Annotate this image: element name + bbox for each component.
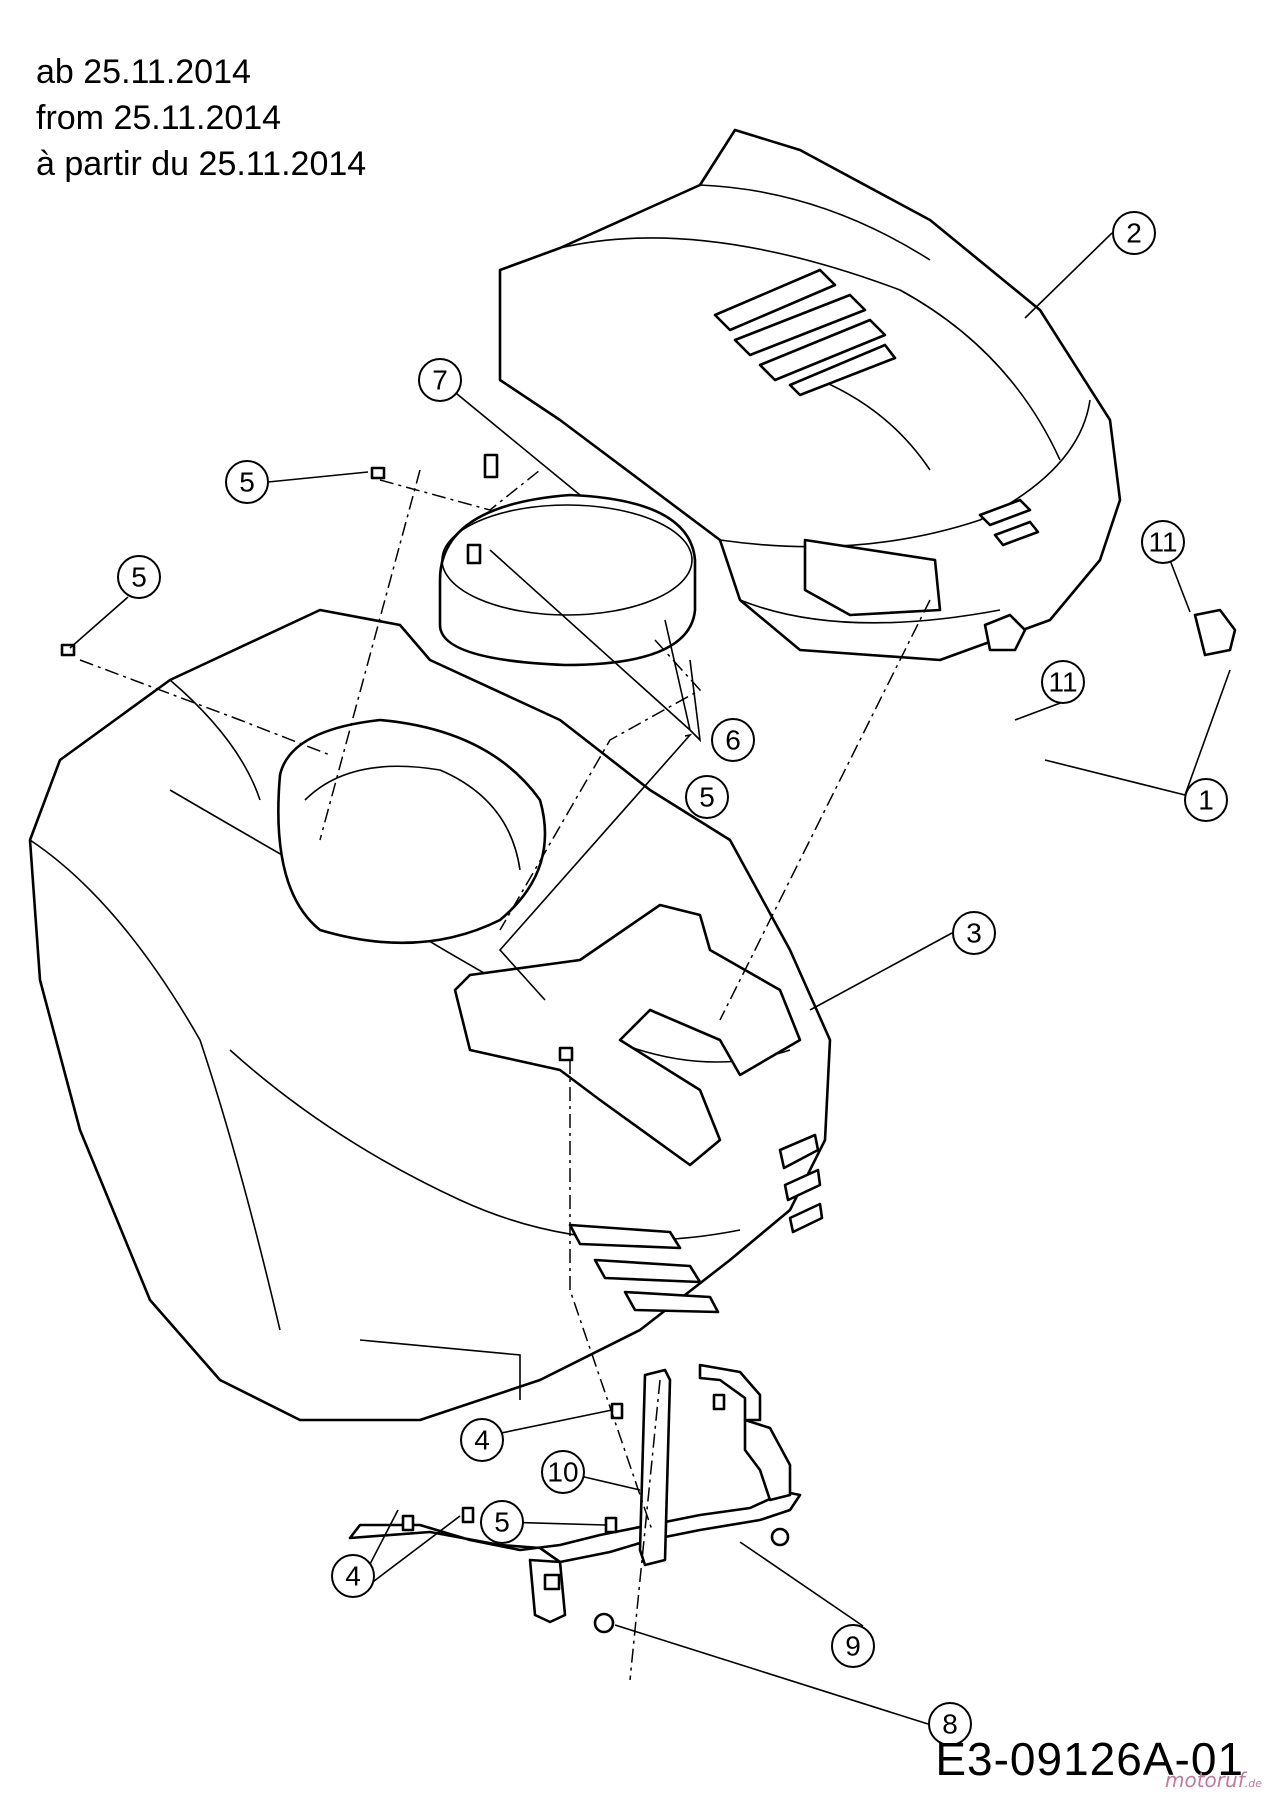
callout-4: 4 bbox=[331, 1554, 375, 1598]
svg-text:4: 4 bbox=[474, 1425, 490, 1456]
svg-text:8: 8 bbox=[942, 1709, 958, 1740]
screw-hardware bbox=[60, 453, 1237, 1534]
svg-text:6: 6 bbox=[725, 725, 741, 756]
callout-5: 5 bbox=[117, 555, 161, 599]
watermark-logo: motoruf.de bbox=[1165, 1768, 1262, 1792]
watermark-name: motoruf bbox=[1165, 1768, 1245, 1792]
drawing-code: E3-09126A-01 bbox=[935, 1733, 1244, 1785]
svg-text:11: 11 bbox=[1148, 527, 1177, 558]
hood-vent-slots bbox=[713, 268, 897, 397]
date-note-de: ab 25.11.2014 bbox=[36, 53, 251, 91]
callout-11: 11 bbox=[1041, 660, 1085, 704]
callout-10: 10 bbox=[541, 1450, 585, 1494]
date-note-en: from 25.11.2014 bbox=[36, 99, 282, 137]
svg-text:5: 5 bbox=[494, 1507, 510, 1538]
callout-3: 3 bbox=[952, 911, 996, 955]
svg-text:11: 11 bbox=[1048, 667, 1077, 698]
callout-2: 2 bbox=[1112, 211, 1156, 255]
callout-5: 5 bbox=[225, 460, 269, 504]
svg-text:7: 7 bbox=[432, 365, 448, 396]
svg-text:5: 5 bbox=[239, 467, 255, 498]
date-note-fr: à partir du 25.11.2014 bbox=[36, 145, 367, 183]
mounting-bracket-assembly bbox=[348, 1363, 802, 1634]
svg-text:1: 1 bbox=[1198, 785, 1214, 816]
callout-5: 5 bbox=[685, 775, 729, 819]
callout-7: 7 bbox=[418, 358, 462, 402]
leader-lines bbox=[69, 232, 1231, 1725]
callout-5: 5 bbox=[480, 1500, 524, 1544]
callout-11: 11 bbox=[1141, 520, 1185, 564]
svg-text:5: 5 bbox=[699, 782, 715, 813]
callout-4: 4 bbox=[460, 1418, 504, 1462]
callout-1: 1 bbox=[1184, 778, 1228, 822]
upper-hood-cover bbox=[498, 128, 1122, 662]
svg-text:2: 2 bbox=[1126, 218, 1142, 249]
svg-text:9: 9 bbox=[845, 1631, 861, 1662]
duct-ring bbox=[438, 493, 697, 667]
front-grille-vents bbox=[568, 1133, 824, 1314]
svg-text:10: 10 bbox=[547, 1457, 578, 1488]
callout-8: 8 bbox=[928, 1702, 972, 1746]
lower-hood-body bbox=[28, 608, 832, 1422]
watermark-tld: .de bbox=[1244, 1777, 1262, 1790]
callout-6: 6 bbox=[711, 718, 755, 762]
svg-text:3: 3 bbox=[966, 918, 982, 949]
callout-9: 9 bbox=[831, 1624, 875, 1668]
svg-text:4: 4 bbox=[345, 1561, 361, 1592]
svg-text:5: 5 bbox=[131, 562, 147, 593]
assembly-guide-lines bbox=[79, 469, 931, 1681]
